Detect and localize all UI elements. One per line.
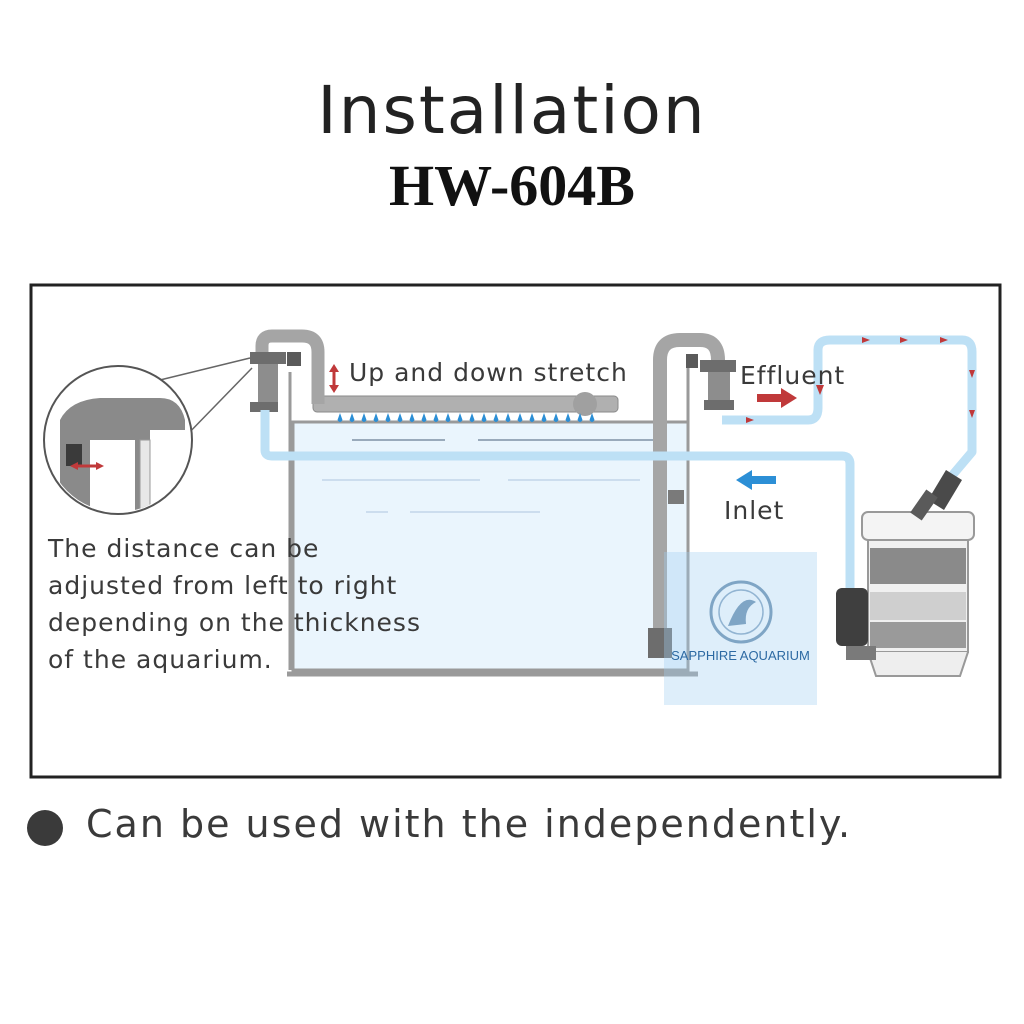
inlet-label: Inlet: [724, 496, 785, 525]
inlet-arrow: [736, 470, 776, 490]
bullet-icon: [27, 810, 63, 846]
description-line: of the aquarium.: [48, 645, 273, 674]
zoom-detail-circle: [43, 357, 253, 515]
water-drip: [457, 413, 463, 422]
feature-note: Can be used with the independently.: [86, 802, 853, 846]
stretch-arrow: [329, 364, 339, 393]
watermark-box: [664, 552, 817, 705]
stretch-label: Up and down stretch: [349, 358, 628, 387]
effluent-label: Effluent: [740, 361, 846, 390]
water-drip: [409, 413, 415, 422]
water-drip: [493, 413, 499, 422]
water-drips: [337, 413, 595, 422]
water-drip: [505, 413, 511, 422]
canister-filter: [836, 470, 975, 677]
outlet-pipe: [250, 329, 325, 412]
water-drip: [349, 413, 355, 422]
water-drip: [589, 413, 595, 422]
water-drip: [517, 413, 523, 422]
description-line: adjusted from left to right: [48, 571, 398, 600]
water-drip: [565, 413, 571, 422]
water-drip: [337, 413, 343, 422]
description-line: depending on the thickness: [48, 608, 421, 637]
water-tubes: [260, 335, 977, 590]
water-drip: [553, 413, 559, 422]
water-drip: [469, 413, 475, 422]
water-drip: [385, 413, 391, 422]
spray-bar: [312, 392, 619, 422]
model-name: HW-604B: [389, 153, 635, 218]
water-drip: [541, 413, 547, 422]
watermark-text: SAPPHIRE AQUARIUM: [671, 648, 810, 663]
water-drip: [577, 413, 583, 422]
watermark-emblem: [709, 580, 773, 644]
tube-flow-arrows: [746, 337, 975, 423]
water-drip: [433, 413, 439, 422]
water-drip: [397, 413, 403, 422]
effluent-arrow: [757, 388, 797, 408]
water-drip: [361, 413, 367, 422]
water-drip: [421, 413, 427, 422]
adjustment-description: The distance can be adjusted from left t…: [48, 530, 421, 678]
water-drip: [529, 413, 535, 422]
description-line: The distance can be: [48, 534, 320, 563]
inlet-pipe: [648, 333, 736, 658]
water-drip: [445, 413, 451, 422]
water-drip: [373, 413, 379, 422]
page-title: Installation: [317, 72, 707, 149]
aquarium-tank: [287, 360, 698, 677]
water-drip: [481, 413, 487, 422]
